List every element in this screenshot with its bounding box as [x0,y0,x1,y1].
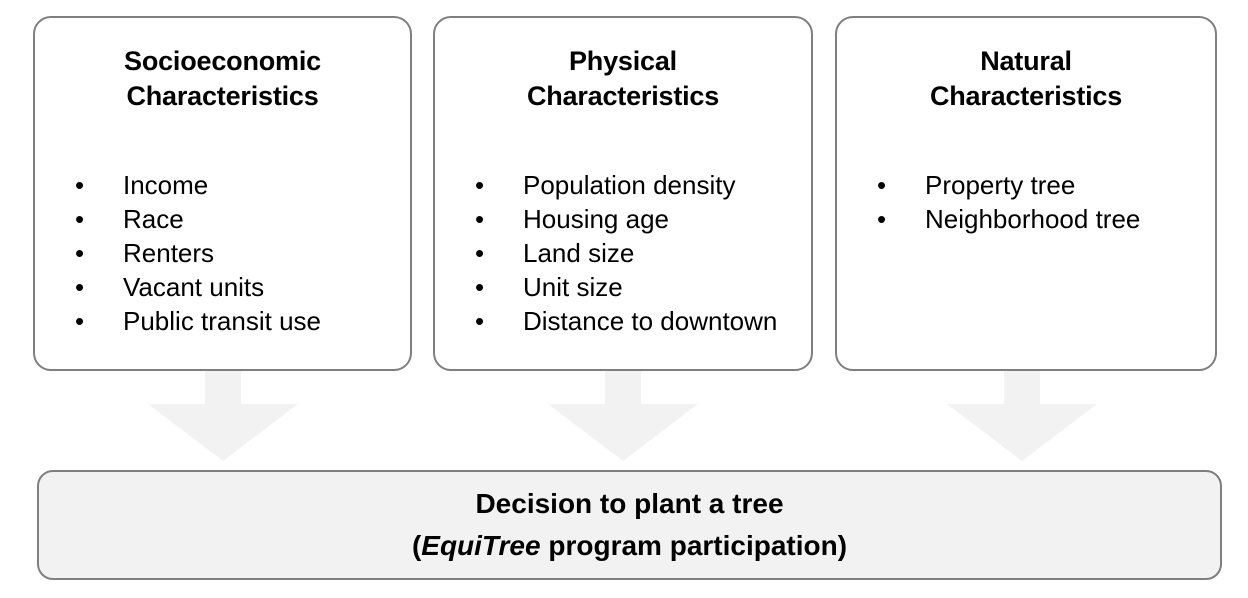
outcome-line-2: (EquiTree program participation) [412,525,847,567]
list-item: • Neighborhood tree [837,202,1215,236]
category-list-natural: • Property tree • Neighborhood tree [837,168,1215,236]
outcome-line-2-suffix: program participation) [540,530,848,561]
arrow-down-icon-natural [947,371,1097,461]
outcome-line-1: Decision to plant a tree [475,488,784,519]
bullet-icon: • [475,238,485,268]
list-item: • Public transit use [35,304,410,338]
bullet-icon: • [475,272,485,302]
bullet-icon: • [475,170,485,200]
category-title-natural: Natural Characteristics [929,46,1123,111]
bullet-icon: • [475,306,485,336]
list-item-label: Distance to downtown [523,306,778,336]
list-item-label: Population density [523,170,736,200]
list-item: • Housing age [435,202,811,236]
category-box-natural: Natural Characteristics • Property tree … [835,16,1217,371]
outcome-text: Decision to plant a tree (EquiTree progr… [412,483,847,567]
list-item: • Land size [435,236,811,270]
bullet-icon: • [877,170,887,200]
category-box-physical: Physical Characteristics • Population de… [433,16,813,371]
bullet-icon: • [877,204,887,234]
category-title-socioeconomic: Socioeconomic Characteristics [124,46,321,111]
category-box-socioeconomic: Socioeconomic Characteristics • Income •… [33,16,412,371]
list-item: • Renters [35,236,410,270]
list-item: • Property tree [837,168,1215,202]
category-list-socioeconomic: • Income • Race • Renters • Vacant units… [35,168,410,338]
category-title-physical: Physical Characteristics [526,46,720,111]
bullet-icon: • [75,272,85,302]
arrow-down-icon-socioeconomic [148,371,298,461]
bullet-icon: • [475,204,485,234]
bullet-icon: • [75,170,85,200]
list-item-label: Housing age [523,204,669,234]
list-item: • Distance to downtown [435,304,811,338]
list-item: • Vacant units [35,270,410,304]
bullet-icon: • [75,306,85,336]
bullet-icon: • [75,204,85,234]
list-item-label: Race [123,204,184,234]
list-item: • Race [35,202,410,236]
list-item: • Population density [435,168,811,202]
list-item-label: Vacant units [123,272,265,302]
category-list-physical: • Population density • Housing age • Lan… [435,168,811,338]
list-item-label: Neighborhood tree [925,204,1141,234]
list-item-label: Income [123,170,209,200]
bullet-icon: • [75,238,85,268]
list-item: • Income [35,168,410,202]
list-item-label: Property tree [925,170,1076,200]
arrow-down-icon-physical [548,371,698,461]
list-item-label: Land size [523,238,635,268]
list-item-label: Renters [123,238,215,268]
outcome-box: Decision to plant a tree (EquiTree progr… [37,470,1222,580]
outcome-paren-open: ( [411,530,422,561]
program-name: EquiTree [421,530,541,561]
list-item-label: Unit size [523,272,623,302]
list-item-label: Public transit use [123,306,321,336]
list-item: • Unit size [435,270,811,304]
